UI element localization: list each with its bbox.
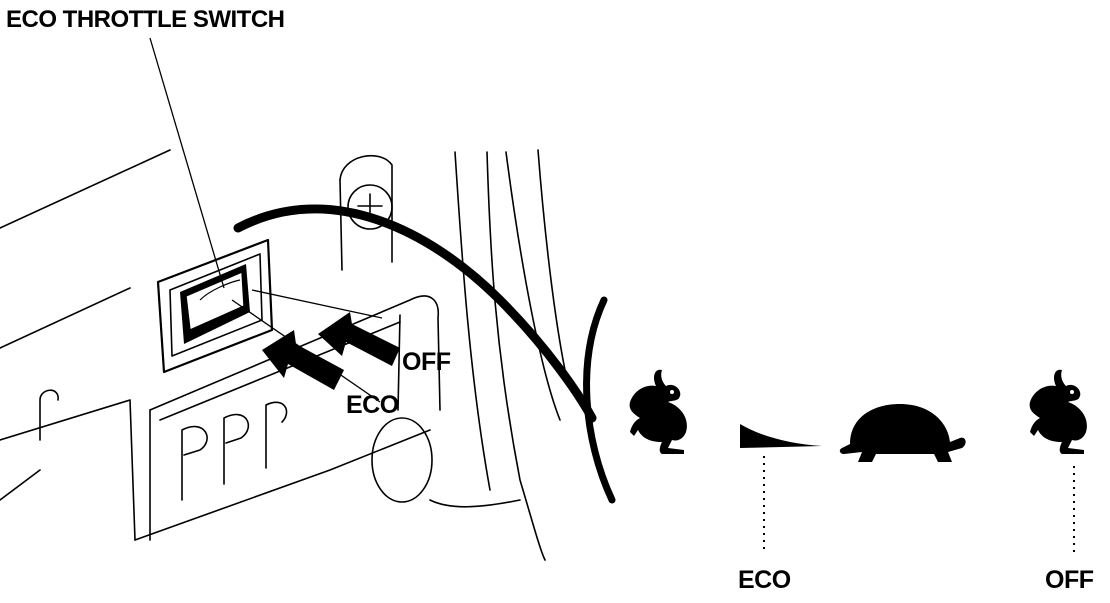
lower-knob (371, 417, 433, 503)
throttle-range-wedge (740, 424, 822, 448)
eco-throttle-switch (180, 264, 250, 344)
eco-arrow-icon (262, 330, 344, 390)
turtle-icon (839, 404, 966, 462)
title-leader-line (149, 37, 225, 289)
position-arrows (262, 312, 400, 390)
rabbit-icon (629, 369, 687, 454)
switch-eco-position-label: ECO (346, 391, 399, 419)
throttle-eco-label: ECO (738, 566, 791, 594)
dotted-leaders (763, 456, 1075, 552)
off-arrow-icon (318, 312, 400, 366)
switch-off-position-label: OFF (402, 348, 451, 376)
housing-panel (0, 149, 566, 561)
rabbit-icon (1029, 369, 1087, 454)
eco-throttle-switch-label: ECO THROTTLE SWITCH (6, 6, 285, 33)
throttle-off-label: OFF (1045, 566, 1094, 594)
panel-marks (39, 389, 288, 501)
callout-curve (233, 204, 616, 504)
panel-screw (339, 154, 393, 271)
off-leader-line (251, 289, 383, 319)
